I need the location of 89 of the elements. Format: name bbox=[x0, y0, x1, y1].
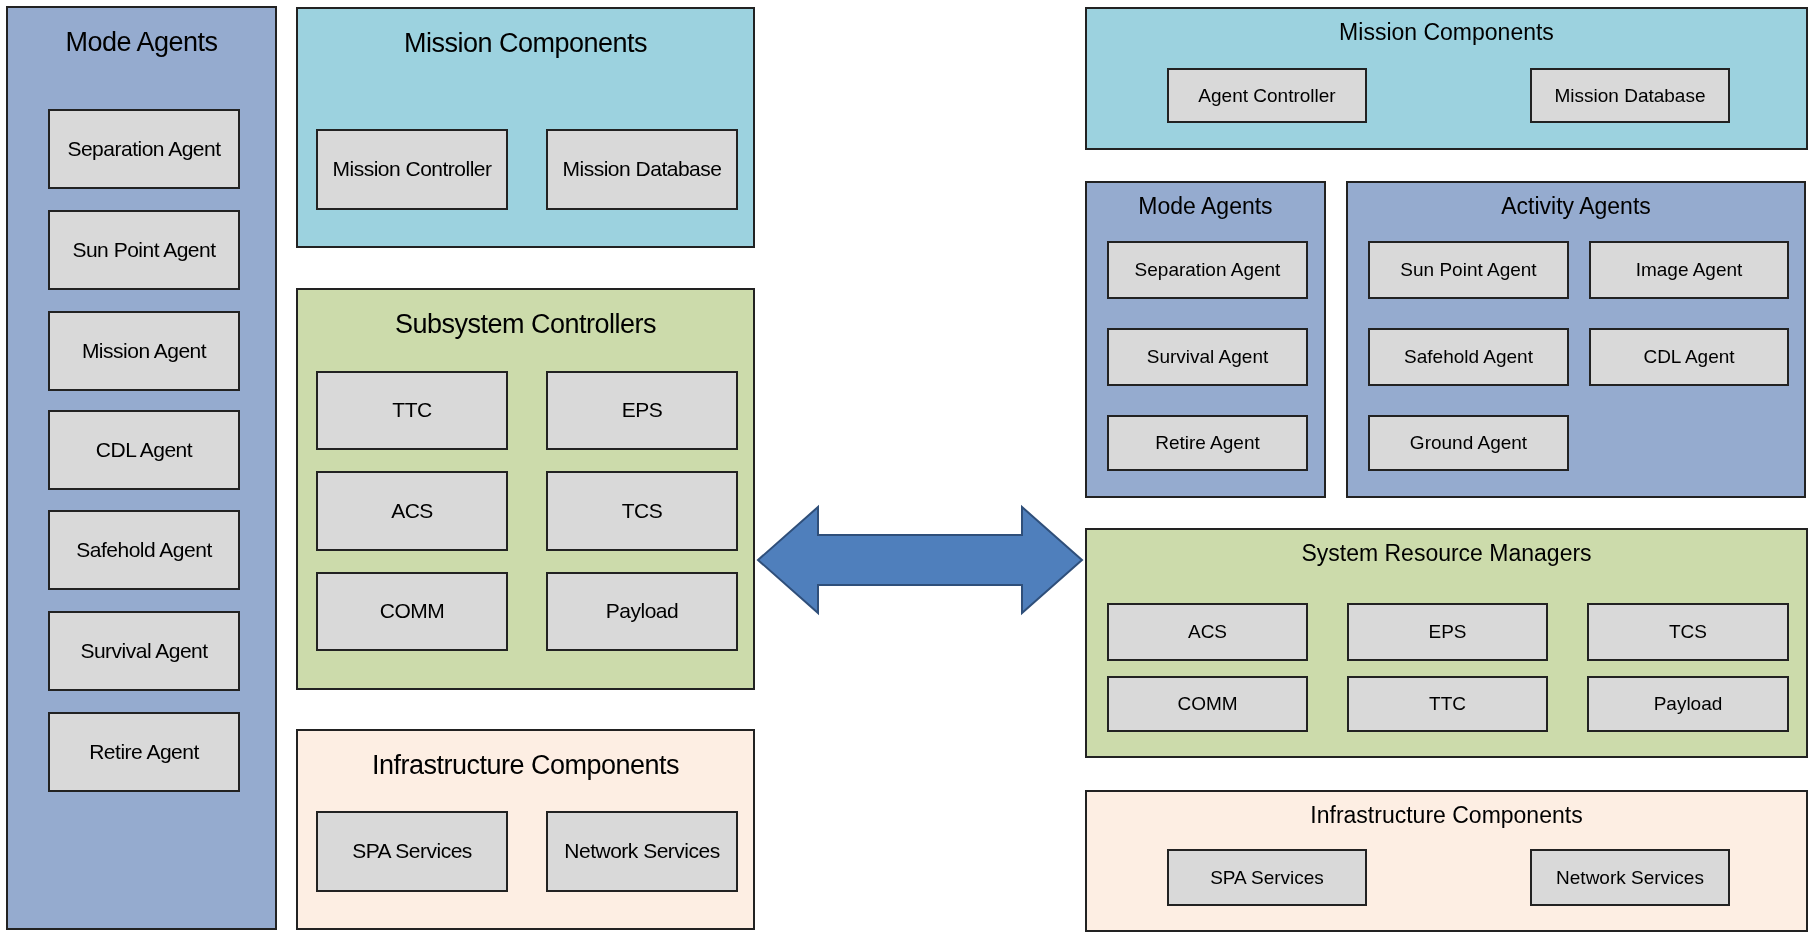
component-label: TCS bbox=[1669, 620, 1707, 644]
component-box bbox=[1587, 603, 1789, 661]
component-label: TTC bbox=[1429, 692, 1466, 716]
component-label: Mission Agent bbox=[81, 337, 207, 364]
component-label: Network Services bbox=[564, 838, 720, 865]
group-title: Mission Components bbox=[403, 27, 648, 60]
component-label: Safehold Agent bbox=[76, 536, 212, 563]
component-label: Survival Agent bbox=[1146, 345, 1269, 369]
component-label: Network Services bbox=[1556, 865, 1704, 890]
component-box bbox=[316, 371, 508, 450]
component-box bbox=[1368, 415, 1569, 471]
group-title: Activity Agents bbox=[1501, 192, 1651, 221]
component-box bbox=[1530, 849, 1730, 906]
group-panel bbox=[6, 6, 277, 930]
component-label: Agent Controller bbox=[1198, 83, 1336, 108]
group-title: Mission Components bbox=[1339, 18, 1554, 47]
component-label: Retire Agent bbox=[1155, 431, 1260, 455]
component-box bbox=[546, 129, 738, 210]
group-panel bbox=[296, 7, 755, 248]
component-label: Safehold Agent bbox=[1404, 345, 1533, 369]
component-label: TCS bbox=[621, 497, 663, 524]
group-title: Mode Agents bbox=[65, 26, 218, 59]
component-label: CDL Agent bbox=[1643, 345, 1735, 369]
group-title: Infrastructure Components bbox=[1310, 801, 1583, 830]
component-label: Ground Agent bbox=[1409, 431, 1528, 455]
component-box bbox=[1368, 328, 1569, 386]
component-box bbox=[48, 410, 240, 490]
group-panel bbox=[1085, 528, 1808, 758]
component-box bbox=[546, 811, 738, 892]
group-title: System Resource Managers bbox=[1301, 539, 1592, 568]
component-box bbox=[316, 572, 508, 651]
component-label: TTC bbox=[392, 397, 432, 424]
component-box bbox=[48, 611, 240, 691]
component-box bbox=[316, 471, 508, 551]
component-box bbox=[546, 572, 738, 651]
component-box bbox=[1587, 676, 1789, 732]
group-title: Subsystem Controllers bbox=[394, 308, 657, 341]
group-panel bbox=[1085, 181, 1326, 498]
component-box bbox=[316, 811, 508, 892]
component-label: SPA Services bbox=[1210, 865, 1324, 890]
component-box bbox=[1107, 241, 1308, 299]
component-label: CDL Agent bbox=[95, 436, 193, 463]
component-box bbox=[48, 510, 240, 590]
component-label: SPA Services bbox=[352, 838, 472, 865]
component-box bbox=[48, 210, 240, 290]
component-box bbox=[1167, 849, 1367, 906]
group-panel bbox=[1346, 181, 1806, 498]
component-box bbox=[1589, 241, 1789, 299]
component-label: COMM bbox=[379, 598, 445, 625]
group-panel bbox=[1085, 790, 1808, 932]
component-label: Payload bbox=[605, 598, 679, 625]
component-label: Mission Database bbox=[1554, 83, 1706, 108]
component-label: Separation Agent bbox=[1134, 258, 1281, 282]
component-label: Sun Point Agent bbox=[1400, 258, 1537, 282]
component-label: Separation Agent bbox=[67, 135, 221, 162]
component-box bbox=[48, 311, 240, 391]
group-title: Mode Agents bbox=[1138, 192, 1273, 221]
double-arrow bbox=[756, 504, 1084, 616]
component-label: Mission Database bbox=[562, 156, 722, 183]
component-box bbox=[1347, 676, 1548, 732]
component-box bbox=[1167, 68, 1367, 123]
component-label: Payload bbox=[1653, 692, 1723, 716]
component-box bbox=[1107, 415, 1308, 471]
component-box bbox=[546, 471, 738, 551]
component-label: EPS bbox=[1428, 620, 1467, 644]
component-box bbox=[48, 712, 240, 792]
component-label: EPS bbox=[621, 397, 663, 424]
component-label: ACS bbox=[391, 497, 433, 524]
component-label: Retire Agent bbox=[89, 738, 199, 765]
component-box bbox=[1107, 328, 1308, 386]
component-box bbox=[546, 371, 738, 450]
component-box bbox=[48, 109, 240, 189]
group-panel bbox=[296, 729, 755, 930]
component-box bbox=[1107, 676, 1308, 732]
component-box bbox=[1368, 241, 1569, 299]
component-label: Survival Agent bbox=[80, 637, 208, 664]
component-box bbox=[316, 129, 508, 210]
group-title: Infrastructure Components bbox=[371, 749, 680, 782]
component-box bbox=[1347, 603, 1548, 661]
component-label: Image Agent bbox=[1635, 258, 1743, 282]
component-label: ACS bbox=[1187, 620, 1228, 644]
component-label: Mission Controller bbox=[332, 156, 492, 183]
group-panel bbox=[296, 288, 755, 690]
component-box bbox=[1530, 68, 1730, 123]
component-label: Sun Point Agent bbox=[72, 236, 216, 263]
component-box bbox=[1107, 603, 1308, 661]
component-box bbox=[1589, 328, 1789, 386]
component-label: COMM bbox=[1177, 692, 1238, 716]
group-panel bbox=[1085, 7, 1808, 150]
